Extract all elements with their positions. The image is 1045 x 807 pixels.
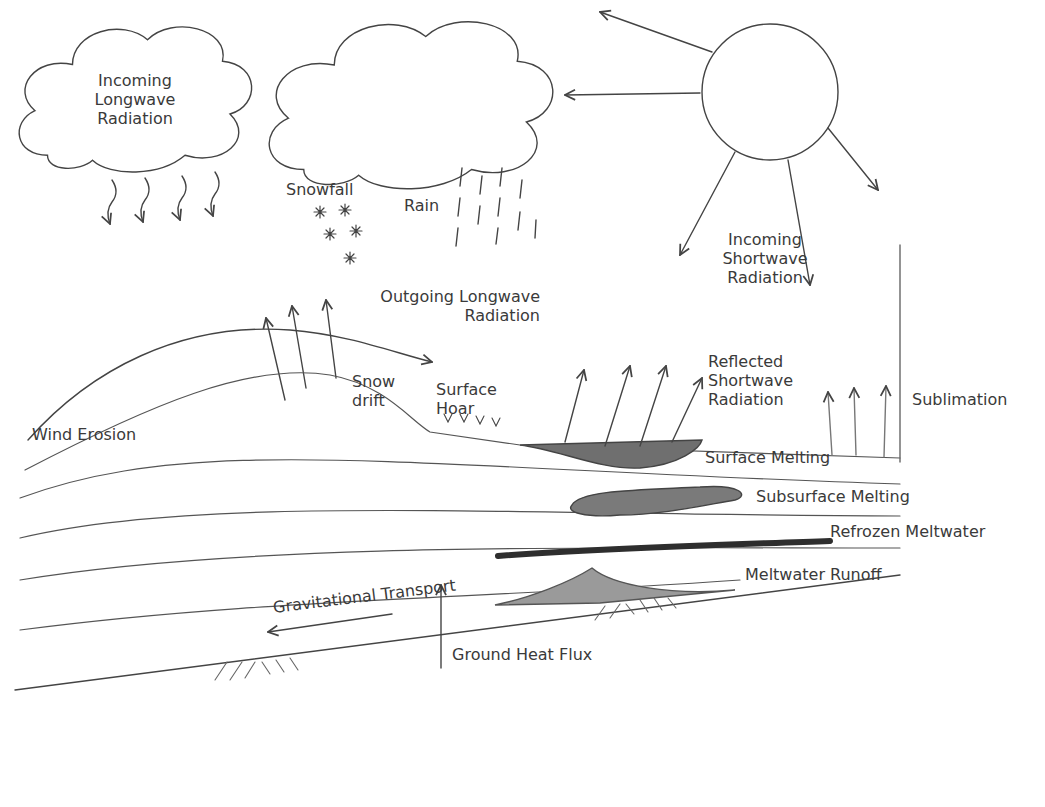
- rain-streak: [500, 168, 502, 186]
- annotation-label: Sublimation: [912, 390, 1042, 409]
- snowflake: [339, 204, 351, 216]
- rain-streak: [496, 228, 498, 244]
- ground-hatch: [595, 598, 676, 620]
- rain-streak: [456, 228, 458, 246]
- ground-line: [15, 575, 900, 690]
- annotation-label: Snow drift: [352, 372, 404, 410]
- outgoing-longwave-arrow: [28, 329, 432, 440]
- snowflake: [314, 206, 326, 218]
- rain-streak: [478, 206, 480, 224]
- reflected-arrows: [565, 366, 702, 446]
- sun-symbol: [702, 24, 838, 160]
- annotation-label: Gravitational Transport: [272, 571, 493, 617]
- longwave-arrow: [108, 172, 219, 224]
- reflected-arrow: [672, 378, 702, 442]
- cloud-shape: Incoming Longwave Radiation: [10, 15, 260, 180]
- rain-streak: [535, 220, 536, 238]
- annotation-label: Refrozen Meltwater: [830, 522, 1040, 541]
- sublimation-arrow: [828, 392, 832, 455]
- annotation-label: Wind Erosion: [32, 425, 172, 444]
- longwave-arrow: [178, 176, 186, 220]
- refrozen-layer: [498, 541, 830, 556]
- sublimation-arrow: [854, 388, 856, 455]
- annotation-label: Outgoing Longwave Radiation: [305, 287, 540, 325]
- surface-melt-pond: [520, 440, 702, 468]
- rain-streak: [458, 198, 460, 216]
- longwave-arrow: [211, 172, 219, 216]
- annotation-label: Subsurface Melting: [756, 487, 936, 506]
- annotation-label: Ground Heat Flux: [452, 645, 622, 664]
- sun-ray: [680, 152, 735, 255]
- annotation-label: Meltwater Runoff: [745, 565, 925, 584]
- reflected-arrow: [605, 366, 630, 446]
- sublimation-arrows: [828, 386, 886, 457]
- reflected-arrow: [565, 370, 584, 442]
- cloud-shape: SnowfallRain: [258, 8, 563, 233]
- annotation-label: Incoming Shortwave Radiation: [700, 230, 830, 287]
- annotation-label: Surface Hoar: [436, 380, 510, 418]
- sun-ray: [828, 128, 878, 190]
- cloud-outline: [258, 8, 563, 198]
- snowflake: [350, 225, 362, 237]
- reflected-arrow: [640, 366, 666, 446]
- outgoing-longwave-arrow: [326, 300, 336, 378]
- boundary-line: [899, 245, 900, 462]
- snowflake: [324, 228, 336, 240]
- ground-hatch: [215, 658, 298, 680]
- longwave-arrow: [141, 178, 149, 222]
- annotation-label: Reflected Shortwave Radiation: [708, 352, 820, 409]
- outgoing-longwave-arrow: [266, 318, 285, 400]
- gravitational-arrow: [268, 614, 392, 632]
- meltwater-runoff-body: [495, 568, 735, 605]
- ground-heat-arrow: [440, 585, 441, 668]
- cloud-outline: [19, 27, 251, 172]
- snowflake: [344, 252, 356, 264]
- node-text: Rain: [404, 196, 464, 215]
- rain-streak: [518, 212, 520, 230]
- outgoing-longwave-arrow: [292, 306, 306, 388]
- subsurface-melt-lens: [571, 486, 742, 515]
- rain-streak: [520, 180, 522, 198]
- rain-streak: [498, 198, 500, 216]
- sun-ray: [565, 93, 700, 95]
- rain-streak: [480, 176, 482, 194]
- rain-streaks: [456, 168, 536, 246]
- snowflakes: [314, 204, 362, 264]
- longwave-arrow: [108, 180, 116, 224]
- sublimation-arrow: [884, 386, 886, 457]
- cloud-outline: [269, 22, 553, 189]
- snow-layer-line: [20, 510, 900, 538]
- node-text: Snowfall: [286, 180, 376, 199]
- annotation-label: Surface Melting: [705, 448, 875, 467]
- node-text: Incoming Longwave Radiation: [80, 71, 190, 128]
- sun-ray: [565, 12, 878, 285]
- sun-ray: [600, 12, 712, 52]
